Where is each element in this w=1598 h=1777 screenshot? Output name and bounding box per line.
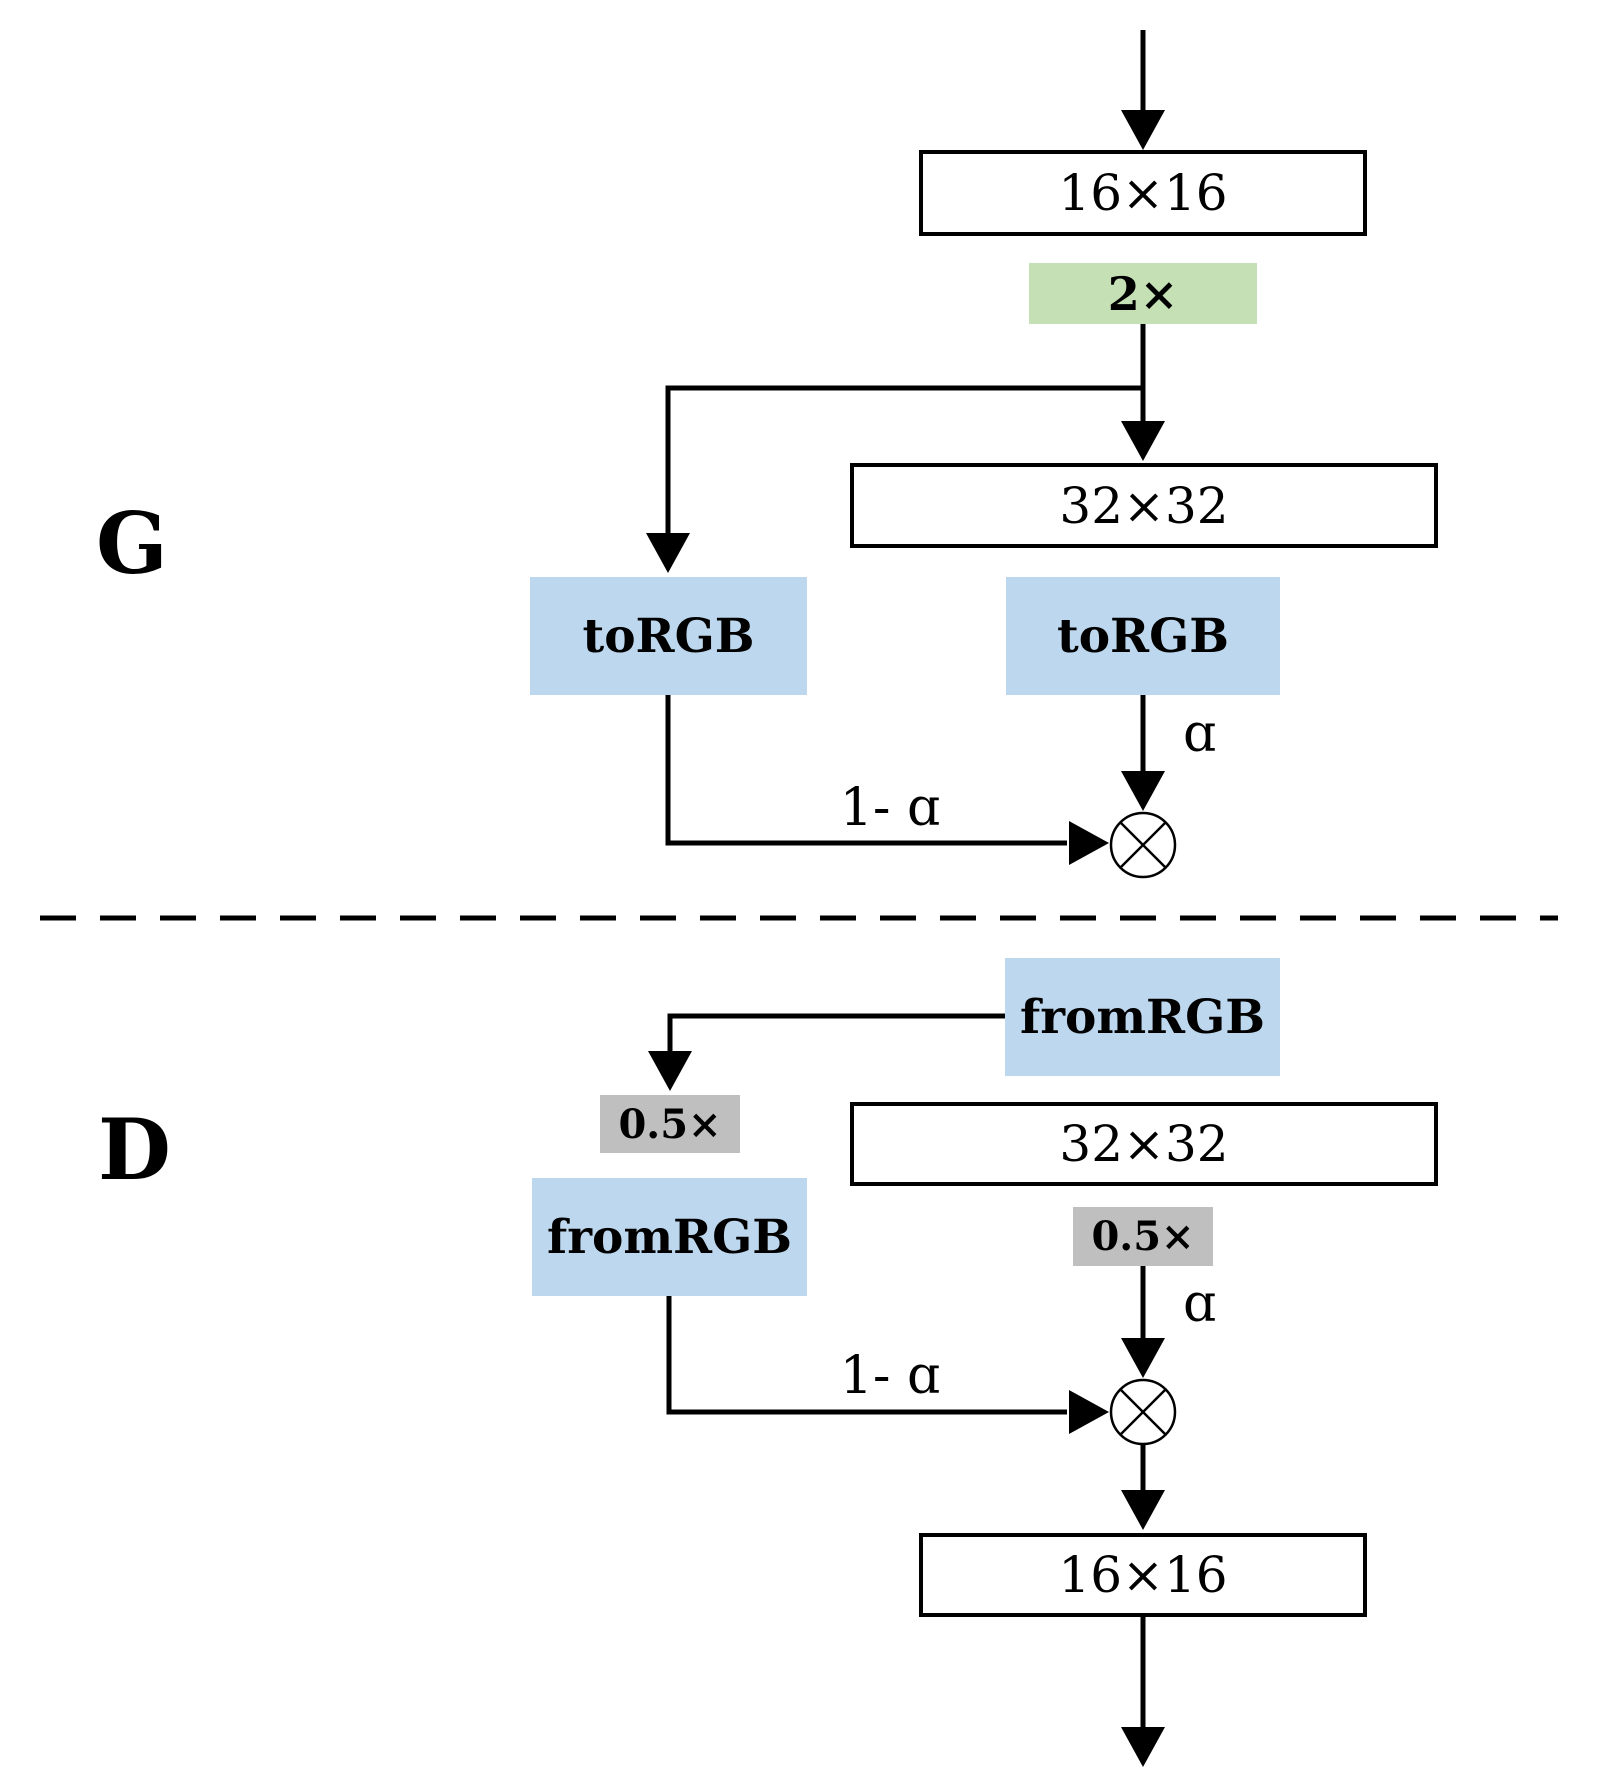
discriminator-downsample-left-box: 0.5× <box>600 1095 740 1153</box>
discriminator-section-label: D <box>98 1100 171 1199</box>
generator-section-label: G <box>96 494 168 593</box>
generator-input-resolution-box: 16×16 <box>919 150 1367 236</box>
discriminator-multiply-node <box>1109 1378 1177 1446</box>
generator-torgb-right-box: toRGB <box>1006 577 1280 695</box>
discriminator-one-minus-alpha-label: 1- ɑ <box>839 1346 941 1406</box>
generator-torgb-left-box: toRGB <box>530 577 807 695</box>
generator-multiply-node <box>1109 811 1177 879</box>
discriminator-feature-resolution-box: 32×32 <box>850 1102 1438 1186</box>
discriminator-alpha-arrow <box>1121 1266 1165 1378</box>
generator-upsample-box: 2× <box>1029 263 1257 324</box>
discriminator-merge-to-output-arrow <box>1121 1444 1165 1530</box>
discriminator-skip-branch-arrow <box>648 1013 1005 1091</box>
generator-skip-branch-arrow <box>646 385 1143 573</box>
discriminator-output-resolution-box: 16×16 <box>919 1533 1367 1617</box>
generator-input-arrow <box>1121 30 1165 150</box>
discriminator-downsample-right-box: 0.5× <box>1073 1207 1213 1266</box>
generator-one-minus-alpha-label: 1- ɑ <box>839 778 941 838</box>
generator-feature-resolution-box: 32×32 <box>850 463 1438 548</box>
generator-alpha-label: ɑ <box>1183 704 1217 764</box>
generator-one-minus-alpha-arrow <box>665 695 1109 865</box>
discriminator-fromrgb-top-box: fromRGB <box>1005 958 1280 1076</box>
discriminator-fromrgb-left-box: fromRGB <box>532 1178 807 1296</box>
discriminator-alpha-label: ɑ <box>1183 1274 1217 1334</box>
generator-upsample-to-feature-arrow <box>1121 324 1165 461</box>
generator-alpha-arrow <box>1121 695 1165 811</box>
discriminator-one-minus-alpha-arrow <box>666 1296 1109 1434</box>
discriminator-output-arrow <box>1121 1617 1165 1767</box>
